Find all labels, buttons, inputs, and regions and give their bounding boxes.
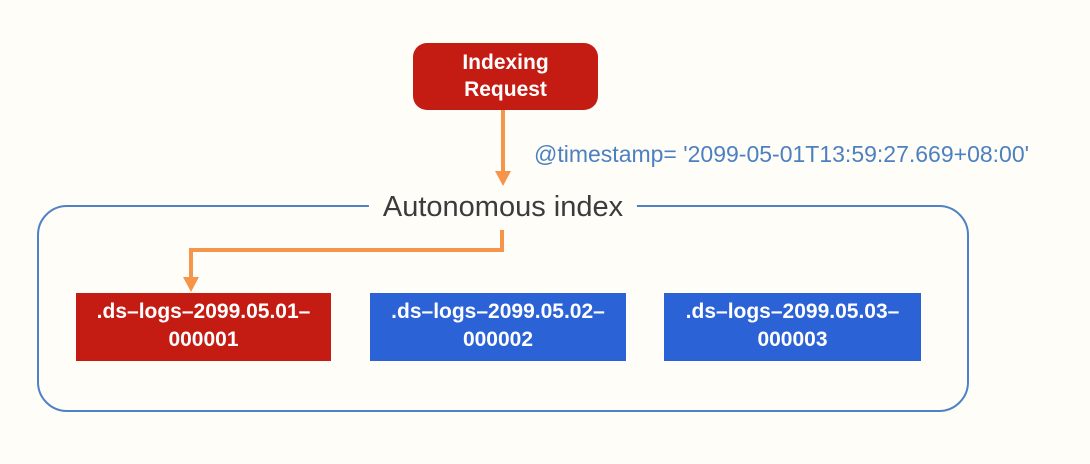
- arrow-request-to-index-line: [501, 110, 505, 172]
- arrow-elbow-horizontal-segment: [189, 248, 504, 252]
- arrow-request-to-index-head: [495, 171, 511, 186]
- arrow-elbow-head: [183, 277, 199, 292]
- backing-index-box-1: .ds–logs–2099.05.01–000001: [76, 293, 331, 361]
- backing-index-box-3: .ds–logs–2099.05.03–000003: [664, 293, 921, 361]
- timestamp-annotation: @timestamp= '2099-05-01T13:59:27.669+08:…: [534, 141, 1030, 167]
- autonomous-index-container: Autonomous index .ds–logs–2099.05.01–000…: [37, 190, 969, 412]
- autonomous-index-title: Autonomous index: [368, 190, 638, 224]
- indexing-request-box: Indexing Request: [413, 43, 598, 110]
- backing-index-box-2: .ds–logs–2099.05.02–000002: [370, 293, 626, 361]
- arrow-elbow-left-down-segment: [189, 248, 193, 278]
- arrow-elbow-down-segment: [500, 230, 504, 252]
